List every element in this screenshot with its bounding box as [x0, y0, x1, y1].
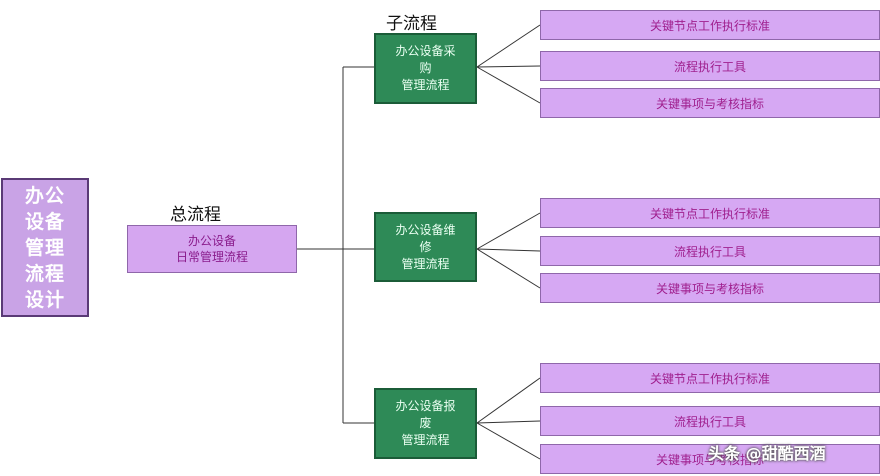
sub-process-line: 办公设备采: [395, 44, 456, 58]
leaf-node-kpi: 关键事项与考核指标: [540, 273, 880, 303]
main-process-line: 日常管理流程: [175, 250, 248, 264]
watermark: 头条 @甜酷西酒: [708, 444, 826, 463]
connector-sub-2-leaf-1: [476, 212, 541, 250]
leaf-node-standard: 关键节点工作执行标准: [540, 363, 880, 393]
leaf-node-tools: 流程执行工具: [540, 236, 880, 266]
main-process-line: 办公设备: [187, 234, 236, 248]
sub-process-line: 管理流程: [401, 433, 450, 447]
sub-process-line: 办公设备维: [395, 222, 456, 237]
sub-process-node-purchase: 办公设备采 购 管理流程: [374, 33, 477, 104]
leaf-node-kpi: 关键事项与考核指标: [540, 88, 880, 118]
sub-process-line: 办公设备报: [395, 399, 456, 413]
root-line: 办公: [24, 184, 65, 207]
root-node: 办公 设备 管理 流程 设计: [1, 178, 89, 317]
sub-process-line: 管理流程: [401, 256, 450, 271]
root-line: 设计: [24, 288, 65, 311]
sub-process-line: 购: [419, 61, 432, 75]
leaf-node-tools: 流程执行工具: [540, 51, 880, 81]
connector-sub-2-leaf-3: [476, 248, 541, 289]
connector-sub-1-leaf-2: [476, 65, 541, 68]
sub-process-node-repair: 办公设备维 修 管理流程: [374, 212, 477, 282]
connector-sub-1-leaf-3: [476, 66, 541, 104]
connector-sub-3-leaf-2: [476, 420, 541, 424]
leaf-node-tools: 流程执行工具: [540, 406, 880, 436]
main-process-label: 总流程: [170, 205, 221, 225]
connector-sub-2-leaf-2: [476, 248, 541, 252]
main-process-node: 办公设备 日常管理流程: [127, 225, 297, 273]
sub-process-line: 管理流程: [401, 78, 450, 92]
sub-process-node-scrap: 办公设备报 废 管理流程: [374, 388, 477, 459]
sub-process-line: 修: [419, 239, 432, 254]
connector-sub-3-leaf-3: [476, 422, 541, 460]
connector-sub-3-leaf-1: [476, 377, 541, 424]
root-line: 设备: [24, 210, 65, 233]
root-line: 管理: [24, 236, 65, 259]
sub-process-label: 子流程: [386, 14, 437, 34]
leaf-node-standard: 关键节点工作执行标准: [540, 10, 880, 40]
root-line: 流程: [24, 262, 65, 285]
leaf-node-standard: 关键节点工作执行标准: [540, 198, 880, 228]
leaf-node-kpi: 关键事项与考核指标: [540, 444, 880, 474]
sub-process-line: 废: [419, 416, 432, 430]
connector-sub-1-leaf-1: [476, 24, 541, 68]
